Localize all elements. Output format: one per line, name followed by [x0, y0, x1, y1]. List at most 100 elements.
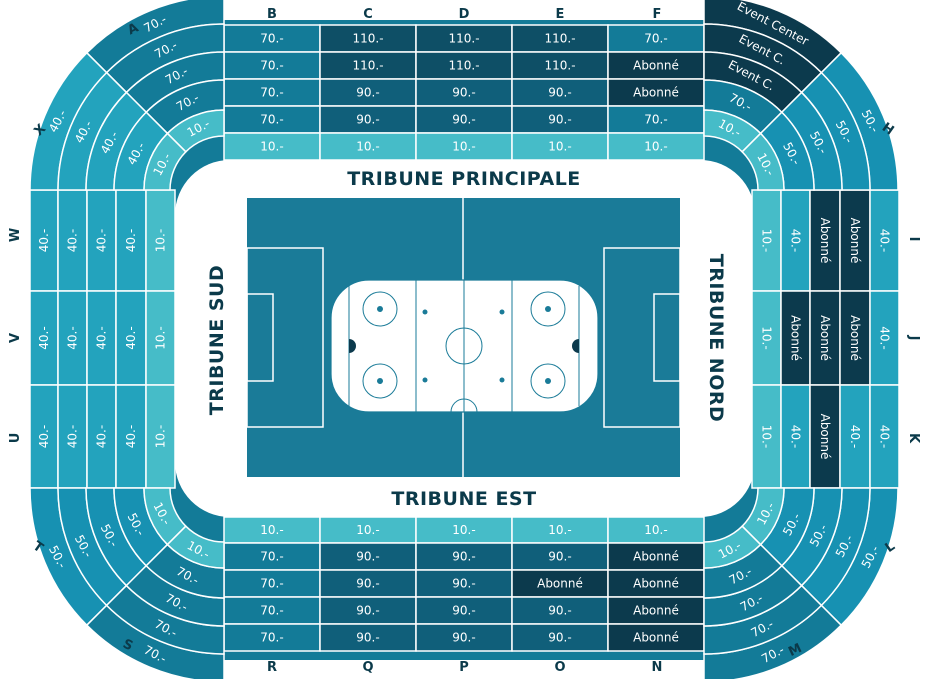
rink-faceoff-dot [545, 378, 551, 384]
sector-i-col-1-price: 10.- [760, 229, 774, 252]
sector-d-row-5-price: 10.- [452, 140, 475, 154]
sector-k-col-3-cell[interactable] [809, 384, 841, 489]
sector-o-row-3-cell[interactable] [511, 569, 609, 598]
sector-v-col-2-price: 40.- [66, 326, 80, 349]
rink-faceoff-circle [362, 363, 398, 399]
sector-u-col-3-price: 40.- [95, 425, 109, 448]
sector-n-row-5-price: Abonné [633, 631, 679, 645]
sector-b-row-5-cell[interactable] [223, 132, 321, 161]
sector-c-row-1-price: 110.- [352, 32, 383, 46]
sector-k-col-5-cell[interactable] [869, 384, 900, 489]
sector-d-row-3-cell[interactable] [415, 78, 513, 107]
sector-n-row-2-cell[interactable] [607, 542, 705, 571]
sector-d-row-5-cell[interactable] [415, 132, 513, 161]
sector-i-col-3-price: Abonné [818, 218, 832, 264]
sector-i-col-1-cell[interactable] [751, 189, 782, 292]
sector-n-row-5-cell[interactable] [607, 623, 705, 652]
sector-o-row-2-cell[interactable] [511, 542, 609, 571]
sector-b-row-3-cell[interactable] [223, 78, 321, 107]
sector-b-row-4-price: 70.- [260, 113, 283, 127]
sector-v-col-5-price: 10.- [154, 326, 168, 349]
rink-neutral-dot [499, 309, 505, 315]
sector-o-row-4-cell[interactable] [511, 596, 609, 625]
rink-faceoff-dot [545, 306, 551, 312]
rink-neutral-dot [422, 377, 428, 383]
sector-e-row-5-cell[interactable] [511, 132, 609, 161]
sector-d-row-4-cell[interactable] [415, 105, 513, 134]
sector-w-col-5-cell[interactable] [145, 189, 176, 292]
sector-v-col-1-price: 40.- [37, 326, 51, 349]
sector-d-row-1-price: 110.- [448, 32, 479, 46]
sector-x-row-5-cell[interactable] [143, 132, 187, 191]
sector-j-col-2-cell[interactable] [780, 290, 811, 386]
sector-f-row-5-cell[interactable] [607, 132, 705, 161]
sector-m-row-5-cell[interactable] [703, 525, 762, 569]
sector-e-row-1-price: 110.- [544, 32, 575, 46]
sector-f-row-2-cell[interactable] [607, 51, 705, 80]
sector-k-col-1-price: 10.- [760, 425, 774, 448]
sector-n-row-4-cell[interactable] [607, 596, 705, 625]
sector-o-row-5-cell[interactable] [511, 623, 609, 652]
sector-k-col-4-cell[interactable] [839, 384, 871, 489]
sector-letter-w: W [8, 228, 23, 242]
sector-q-row-4-price: 90.- [356, 604, 379, 618]
sector-i-col-4-cell[interactable] [839, 189, 871, 292]
sector-r-row-5-cell[interactable] [223, 623, 321, 652]
sector-w-col-5-price: 10.- [154, 229, 168, 252]
sector-letter-f: F [653, 7, 662, 22]
sector-i-col-3-cell[interactable] [809, 189, 841, 292]
sector-letter-j: J [906, 335, 921, 341]
sector-u-col-4-cell[interactable] [115, 384, 147, 489]
sector-u-col-5-price: 10.- [154, 425, 168, 448]
sector-letter-i: I [906, 237, 921, 242]
sector-o-row-2-price: 90.- [548, 550, 571, 564]
sector-d-row-2-cell[interactable] [415, 51, 513, 80]
sector-e-row-4-cell[interactable] [511, 105, 609, 134]
rink-neutral-dot [422, 309, 428, 315]
sector-j-col-1-cell[interactable] [751, 290, 782, 386]
sector-a-row-5-cell[interactable] [166, 109, 225, 153]
sector-f-row-4-cell[interactable] [607, 105, 705, 134]
sector-p-row-3-cell[interactable] [415, 569, 513, 598]
sector-u-col-2-price: 40.- [66, 425, 80, 448]
sector-i-col-5-cell[interactable] [869, 189, 900, 292]
sector-n-row-1-price: 10.- [644, 523, 667, 537]
sector-q-row-5-price: 90.- [356, 631, 379, 645]
sector-b-row-2-price: 70.- [260, 59, 283, 73]
sector-letter-o: O [554, 660, 565, 675]
sector-f-row-3-price: Abonné [633, 86, 679, 100]
sector-letter-b: B [267, 7, 277, 22]
sector-t-row-5-cell[interactable] [143, 487, 187, 546]
sector-letter-d: D [459, 7, 470, 22]
sector-p-row-3-price: 90.- [452, 577, 475, 591]
sector-d-row-1-cell[interactable] [415, 24, 513, 53]
sector-letter-m: M [786, 641, 804, 660]
sector-u-col-5-cell[interactable] [145, 384, 176, 489]
sector-c-row-5-price: 10.- [356, 140, 379, 154]
rink-faceoff-dot [377, 378, 383, 384]
sector-c-row-5-cell[interactable] [319, 132, 417, 161]
sector-b-row-5-price: 10.- [260, 140, 283, 154]
rink-neutral-dot [499, 377, 505, 383]
sector-q-row-2-price: 90.- [356, 550, 379, 564]
sector-i-col-2-price: 40.- [789, 229, 803, 252]
sector-d-row-3-price: 90.- [452, 86, 475, 100]
sector-r-row-2-cell[interactable] [223, 542, 321, 571]
sector-p-row-4-cell[interactable] [415, 596, 513, 625]
sector-v-col-3-cell[interactable] [86, 290, 117, 386]
sector-p-row-4-price: 90.- [452, 604, 475, 618]
sector-h-row-5-cell[interactable] [741, 132, 785, 191]
sector-q-row-5-cell[interactable] [319, 623, 417, 652]
sector-b-row-1-cell[interactable] [223, 24, 321, 53]
sector-s-row-5-cell[interactable] [166, 525, 225, 569]
sector-q-row-2-cell[interactable] [319, 542, 417, 571]
tribune-nord-label: TRIBUNE NORD [705, 254, 727, 423]
sector-f-row-3-cell[interactable] [607, 78, 705, 107]
sector-o-row-3-price: Abonné [537, 577, 583, 591]
sector-letter-n: N [652, 660, 663, 675]
rink-faceoff-dot [377, 306, 383, 312]
sector-c-row-1-cell[interactable] [319, 24, 417, 53]
sector-k-col-1-cell[interactable] [751, 384, 782, 489]
pitch-right-goal-area [653, 293, 681, 382]
sector-letter-p: P [459, 660, 469, 675]
